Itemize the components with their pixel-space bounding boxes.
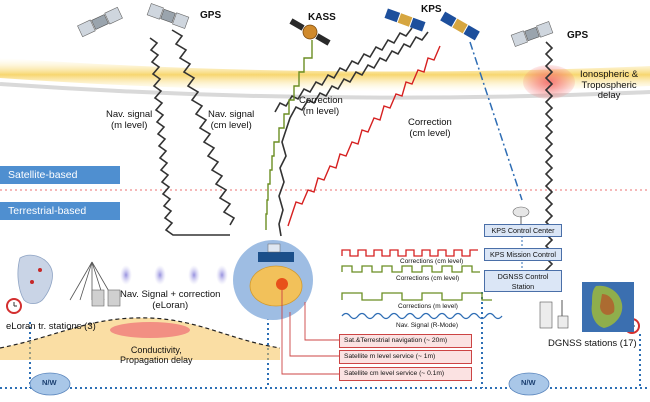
gps-right-nav-signal bbox=[544, 41, 554, 283]
nav-signal-rmode-label: Nav. Signal (R-Mode) bbox=[396, 322, 459, 329]
dish-antenna-icon bbox=[512, 206, 530, 224]
kass-satellite-icon bbox=[289, 18, 331, 46]
correction-m-label: Correction (m level) bbox=[299, 95, 343, 117]
kps-satellite-icon bbox=[384, 8, 480, 41]
kps-control-link bbox=[469, 41, 523, 201]
kps-nav-signal-2 bbox=[278, 31, 429, 237]
service-connectors bbox=[281, 290, 339, 375]
server-rack-icon bbox=[539, 300, 569, 329]
service-sat-terrestrial-nav: Sat.&Terrestrial navigation (~ 20m) bbox=[339, 334, 472, 348]
corrections-cm-label-1: Corrections (cm level) bbox=[400, 258, 464, 265]
correction-cm-label: Correction (cm level) bbox=[408, 117, 452, 139]
kass-label: KASS bbox=[308, 12, 336, 23]
kps-control-center-box: KPS Control Center bbox=[484, 224, 562, 237]
conductivity-zone bbox=[110, 322, 190, 338]
cloud-icon bbox=[29, 372, 550, 396]
satellite-based-band: Satellite-based bbox=[0, 166, 120, 184]
terrain-mound bbox=[0, 317, 280, 360]
dgnss-stations-label: DGNSS stations (17) bbox=[548, 338, 637, 349]
eloran-wave bbox=[120, 265, 228, 285]
server-icon bbox=[91, 289, 121, 307]
service-satellite-m-level: Satellite m level service (~ 1m) bbox=[339, 350, 472, 364]
service-satellite-cm-level: Satellite cm level service (~ 0.1m) bbox=[339, 367, 472, 381]
korea-map-icon bbox=[17, 254, 53, 304]
kps-mission-control-box: KPS Mission Control bbox=[484, 248, 562, 261]
nav-signals bbox=[149, 27, 554, 283]
kps-correction-signal bbox=[287, 45, 441, 227]
nav-signal-m-level bbox=[149, 37, 230, 236]
gps-right-label: GPS bbox=[567, 30, 589, 41]
dgnss-control-station-box: DGNSS Control Station bbox=[484, 270, 562, 292]
nav-signal-cm-level bbox=[171, 29, 236, 226]
ship-icon bbox=[233, 240, 313, 320]
gps-left-label: GPS bbox=[200, 10, 222, 21]
dgnss-map-icon bbox=[582, 282, 634, 332]
corrections-m-label: Corrections (m level) bbox=[398, 303, 458, 310]
terrestrial-signals bbox=[341, 249, 503, 320]
nav-signal-m-label: Nav. signal (m level) bbox=[106, 109, 153, 131]
eloran-signal-label: Nav. Signal + correction (eLoran) bbox=[120, 289, 221, 311]
satellite-icon bbox=[77, 3, 190, 38]
terrestrial-based-band: Terrestrial-based bbox=[0, 202, 120, 220]
correction-cm-wave-1 bbox=[341, 249, 478, 257]
correction-m-wave bbox=[341, 292, 492, 301]
antenna-icon bbox=[69, 261, 115, 301]
kps-nav-signal bbox=[274, 27, 413, 113]
nw-left-label: N/W bbox=[42, 378, 57, 387]
kass-correction-signal bbox=[265, 40, 313, 230]
rmode-wave bbox=[341, 312, 503, 320]
nav-signal-cm-label: Nav. signal (cm level) bbox=[208, 109, 255, 131]
iono-tropo-label: Ionospheric & Tropospheric delay bbox=[580, 69, 639, 102]
corrections-cm-label-2: Corrections (cm level) bbox=[396, 275, 460, 282]
nw-right-label: N/W bbox=[521, 378, 536, 387]
kps-label: KPS bbox=[421, 4, 442, 15]
conductivity-label: Conductivity, Propagation delay bbox=[120, 345, 193, 366]
eloran-stations-label: eLoran tr. stations (3) bbox=[6, 321, 96, 332]
gps-right-satellite-icon bbox=[510, 21, 554, 47]
correction-cm-wave-2 bbox=[341, 265, 480, 273]
